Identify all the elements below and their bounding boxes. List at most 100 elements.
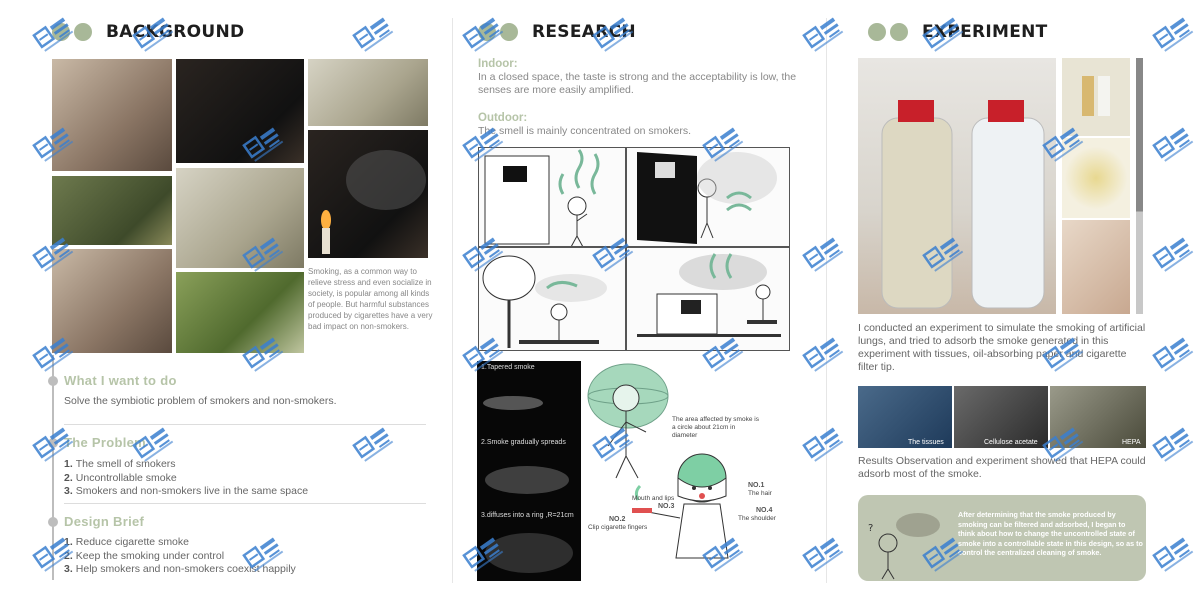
label-hair: The hair — [748, 490, 772, 497]
label-no4: NO.4 — [756, 507, 773, 514]
photo-woman-smoke-face — [176, 272, 304, 353]
watermark-stamp — [350, 420, 396, 466]
watermark-stamp — [920, 530, 966, 576]
comic-panel-door-open — [626, 147, 790, 247]
lighter-flame-graphic — [321, 150, 426, 254]
list-item: 1.The smell of smokers — [64, 458, 176, 470]
watermark-stamp — [800, 530, 846, 576]
circle-note: The area affected by smoke is a circle a… — [672, 416, 759, 439]
experiment-text: I conducted an experiment to simulate th… — [858, 322, 1146, 373]
experiment-note-card: ? After determining that the smoke produ… — [858, 495, 1146, 581]
watermark-stamp — [1150, 120, 1196, 166]
smoke-photo-1: 1.Tapered smoke — [477, 361, 581, 438]
watermark-stamp — [1150, 530, 1196, 576]
watermark-stamp — [240, 230, 286, 276]
watermark-stamp — [920, 10, 966, 56]
watermark-stamp — [1150, 10, 1196, 56]
watermark-stamp — [1040, 420, 1086, 466]
outdoor-text: The smell is mainly concentrated on smok… — [478, 125, 691, 137]
timeline-dot — [48, 376, 58, 386]
header-dot — [500, 23, 518, 41]
watermark-stamp — [590, 420, 636, 466]
problem-heading: The Problem — [64, 435, 147, 450]
photo-cigarette-filters — [1062, 58, 1130, 136]
watermark-stamp — [1150, 230, 1196, 276]
photo-smoke-lighter — [308, 130, 428, 258]
watermark-stamp — [240, 330, 286, 376]
smoke-step-label: 1.Tapered smoke — [481, 364, 535, 371]
watermark-stamp — [460, 530, 506, 576]
comic-panel-indoor-door — [478, 147, 626, 247]
smoke-area-sketch — [587, 363, 669, 479]
background-caption: Smoking, as a common way to relieve stre… — [308, 267, 433, 331]
indoor-label: Indoor: — [478, 58, 518, 70]
watermark-stamp — [1040, 120, 1086, 166]
outdoor-label: Outdoor: — [478, 112, 528, 124]
header-dot — [74, 23, 92, 41]
label-shoulder: The shoulder — [738, 515, 776, 522]
timeline-line — [52, 355, 54, 580]
smoke-step-label: 3.diffuses into a ring ,R=21cm — [481, 512, 574, 519]
watermark-stamp — [700, 330, 746, 376]
indoor-text: In a closed space, the taste is strong a… — [478, 71, 797, 96]
watermark-stamp — [1150, 330, 1196, 376]
material-tissues: The tissues — [858, 386, 952, 448]
watermark-stamp — [30, 10, 76, 56]
photo-two-women — [52, 59, 172, 171]
watermark-stamp — [800, 230, 846, 276]
label-no3: NO.3 — [658, 503, 675, 510]
brief-list: 1.Reduce cigarette smoke 2.Keep the smok… — [64, 536, 296, 577]
watermark-stamp — [920, 230, 966, 276]
watermark-stamp — [800, 420, 846, 466]
watermark-stamp — [700, 530, 746, 576]
photo-two-women-table — [176, 168, 304, 268]
material-label: The tissues — [908, 439, 944, 446]
watermark-stamp — [350, 10, 396, 56]
body-parts-sketch — [632, 453, 729, 559]
label-no1: NO.1 — [748, 482, 765, 489]
photo-oil-paper — [1062, 220, 1130, 314]
header-dot — [890, 23, 908, 41]
smoke-step-label: 2.Smoke gradually spreads — [481, 439, 566, 446]
material-cellulose: Cellulose acetate — [954, 386, 1048, 448]
list-item: 3.Help smokers and non-smokers coexist h… — [64, 563, 296, 575]
photo-smoking-dark — [176, 59, 304, 163]
smoke-photo-2: 2.Smoke gradually spreads — [477, 436, 581, 510]
problem-list: 1.The smell of smokers 2.Uncontrollable … — [64, 458, 308, 499]
column-divider — [826, 18, 827, 583]
timeline-dot — [48, 517, 58, 527]
watermark-stamp — [460, 330, 506, 376]
photo-lighting-cigarette — [308, 59, 428, 126]
label-clip: Clip cigarette fingers — [588, 524, 648, 531]
smoke-photo-3: 3.diffuses into a ring ,R=21cm — [477, 509, 581, 581]
timeline-dot — [48, 438, 58, 448]
watermark-stamp — [800, 330, 846, 376]
watermark-stamp — [800, 10, 846, 56]
watermark-stamp — [30, 330, 76, 376]
watermark-stamp — [240, 120, 286, 166]
photo-stained-tissue — [1062, 138, 1130, 218]
label-no2: NO.2 — [609, 516, 626, 523]
label-mouth: Mouth and lips — [632, 495, 675, 502]
watermark-stamp — [30, 420, 76, 466]
svg-text:?: ? — [868, 523, 873, 534]
watermark-stamp — [30, 120, 76, 166]
photo-woman-smoking-indoor — [52, 176, 172, 245]
header-dot — [868, 23, 886, 41]
watermark-stamp — [240, 530, 286, 576]
watermark-stamp — [130, 10, 176, 56]
smoke-filter-sketch: ? — [868, 513, 940, 580]
background-title: BACKGROUND — [106, 22, 245, 42]
column-divider — [452, 18, 453, 583]
what-text: Solve the symbiotic problem of smokers a… — [64, 395, 337, 407]
note-text: After determining that the smoke produce… — [958, 510, 1143, 557]
list-item: 2.Uncontrollable smoke — [64, 471, 177, 484]
experiment-result: Results Observation and experiment showe… — [858, 455, 1146, 480]
material-label: Cellulose acetate — [984, 439, 1038, 446]
what-heading: What I want to do — [64, 373, 177, 388]
photo-scrollbar-strip — [1136, 58, 1143, 314]
divider-rule — [64, 424, 426, 425]
list-item: 1.Reduce cigarette smoke — [64, 536, 189, 548]
watermark-stamp — [460, 230, 506, 276]
background-header: BACKGROUND — [52, 22, 244, 42]
